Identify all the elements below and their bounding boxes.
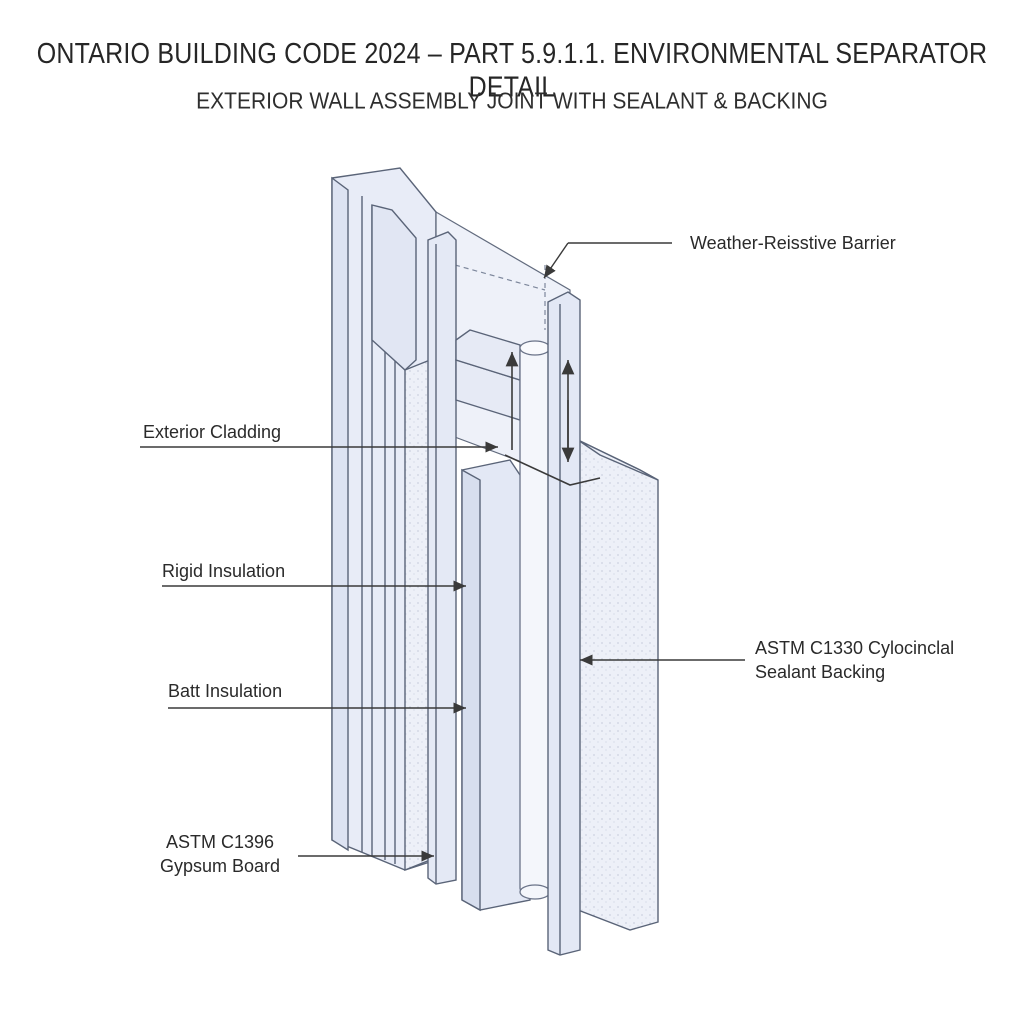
label-gypsum-board: ASTM C1396 Gypsum Board (160, 830, 280, 878)
label-gypsum-line1: ASTM C1396 (166, 832, 275, 852)
gypsum-board-panel (461, 459, 531, 912)
blocking (455, 329, 521, 421)
stud-strip (427, 231, 457, 885)
sealant-backing-rod (519, 340, 551, 900)
leader-lines (140, 242, 745, 862)
label-backing-line2: Sealant Backing (755, 662, 886, 682)
label-exterior-cladding: Exterior Cladding (143, 422, 282, 442)
label-weather-barrier: Weather-Reisstive Barrier (690, 233, 896, 253)
front-trim-strip (547, 291, 581, 956)
label-rigid-insulation: Rigid Insulation (162, 561, 286, 581)
movement-arrows (504, 352, 601, 486)
rigid-insulation-panel (404, 358, 431, 872)
exterior-sheathing-panel (577, 438, 659, 931)
label-gypsum-line2: Gypsum Board (160, 856, 281, 876)
diagram-title: ONTARIO BUILDING CODE 2024 – PART 5.9.1.… (36, 37, 988, 104)
label-backing-line1: ASTM C1330 Cylocinclal (755, 638, 955, 658)
diagram-subtitle: EXTERIOR WALL ASSEMBLY JOINT WITH SEALAN… (196, 88, 828, 115)
label-batt-insulation: Batt Insulation (168, 681, 283, 701)
label-sealant-backing: ASTM C1330 Cylocinclal Sealant Backing (755, 636, 954, 684)
